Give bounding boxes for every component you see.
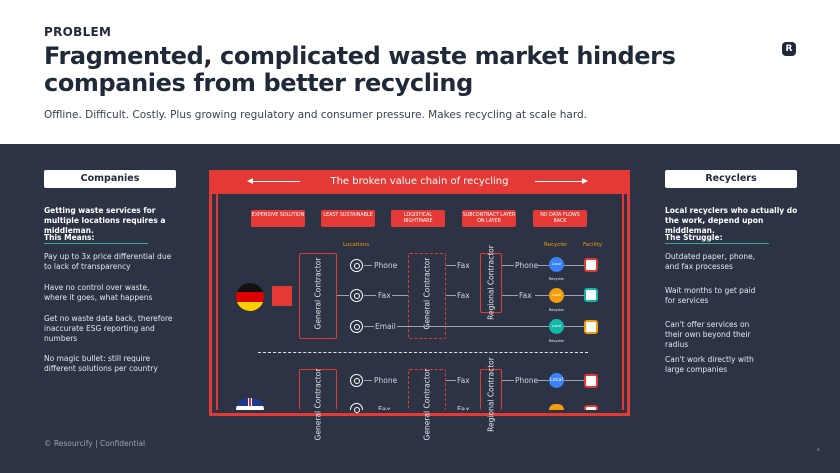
location-pin-icon xyxy=(350,403,363,413)
regional-contractor-label-bottom: Regional Contractor xyxy=(486,357,496,432)
location-pin-icon xyxy=(350,374,363,387)
recyclers-point-1: Outdated paper, phone, and fax processes xyxy=(665,252,756,271)
connector xyxy=(564,295,584,296)
value-chain-title: The broken value chain of recycling xyxy=(330,176,509,187)
general-contractor-box-top xyxy=(299,253,337,339)
general-contractor-label-bottom: General Contractor xyxy=(313,368,323,441)
flow-phone: Phone xyxy=(374,261,398,270)
general-contractor-dashed-label-top: General Contractor xyxy=(422,257,432,330)
recyclers-point-4: Can't work directly with large companies xyxy=(665,355,754,374)
page-number: 4 xyxy=(817,447,820,452)
col-recycler-label: Recycler xyxy=(544,242,568,248)
recyclers-intro: Local recyclers who actually do the work… xyxy=(665,206,798,235)
connector xyxy=(446,265,456,266)
location-pin-icon xyxy=(350,320,363,333)
tag-least-sustainable: LEAST SUSTAINABLE xyxy=(321,210,375,227)
flow-phone-right: Phone xyxy=(515,261,539,270)
flow-fax: Fax xyxy=(457,376,470,385)
flow-fax: Fax xyxy=(457,261,470,270)
uk-flag-icon xyxy=(236,398,264,410)
companies-point-4: No magic bullet: still require different… xyxy=(44,354,158,373)
general-contractor-box-bottom xyxy=(299,369,337,410)
flow-phone: Phone xyxy=(374,376,398,385)
companies-point-1: Pay up to 3x price differential due to l… xyxy=(44,252,172,271)
local-recycler-dot: Local Recycler xyxy=(549,319,564,343)
recyclers-point-2: Wait months to get paid for services xyxy=(665,286,756,305)
flow-fax: Fax xyxy=(378,405,391,410)
connector xyxy=(364,380,372,381)
facility-icon xyxy=(584,288,598,302)
local-recycler-dot: Local xyxy=(549,373,564,388)
facility-icon xyxy=(584,374,598,388)
company-square-icon xyxy=(272,286,292,306)
value-chain-inner-frame xyxy=(216,194,624,410)
companies-intro: Getting waste services for multiple loca… xyxy=(44,206,166,235)
section-separator xyxy=(258,352,588,353)
connector xyxy=(502,380,514,381)
germany-flag-icon xyxy=(236,283,264,311)
tag-logistical: LOGISTICAL NIGHTMARE xyxy=(391,210,445,227)
general-contractor-dashed-box-top xyxy=(408,253,446,339)
local-recycler-dot: Local Recycler xyxy=(549,257,564,281)
recyclers-point-3: Can't offer services on their own beyond… xyxy=(665,320,751,349)
regional-contractor-box-bottom xyxy=(480,369,502,410)
connector xyxy=(446,380,456,381)
connector xyxy=(446,295,456,296)
footer-text: © Resourcify | Confidential xyxy=(44,439,146,448)
regional-contractor-label-top: Regional Contractor xyxy=(486,245,496,320)
tag-subcontract: SUBCONTRACT LAYER ON LAYER xyxy=(462,210,516,227)
local-recycler-dot: Local Recycler xyxy=(549,288,564,312)
flow-fax: Fax xyxy=(457,291,470,300)
arrow-right-icon xyxy=(535,178,588,184)
facility-icon xyxy=(584,258,598,272)
flow-fax: Fax xyxy=(457,405,470,410)
local-recycler-dot xyxy=(549,404,564,410)
general-contractor-dashed-label-bottom: General Contractor xyxy=(422,368,432,441)
arrow-left-icon xyxy=(247,178,300,184)
connector xyxy=(397,326,549,327)
connector xyxy=(537,380,549,381)
facility-icon xyxy=(584,320,598,334)
regional-contractor-box-top xyxy=(480,253,502,313)
recyclers-subheading: The Struggle: xyxy=(665,233,723,242)
companies-point-2: Have no control over waste, where it goe… xyxy=(44,283,153,302)
connector xyxy=(564,265,584,266)
companies-point-3: Get no waste data back, therefore inaccu… xyxy=(44,314,173,343)
connector xyxy=(364,265,372,266)
general-contractor-dashed-box-bottom xyxy=(408,369,446,410)
connector xyxy=(502,265,514,266)
connector xyxy=(537,265,549,266)
general-contractor-label-top: General Contractor xyxy=(313,257,323,330)
section-kicker: PROBLEM xyxy=(44,25,112,39)
col-facility-label: Facility xyxy=(583,242,603,248)
connector xyxy=(535,295,549,296)
connector xyxy=(337,295,349,296)
col-locations-label: Locations xyxy=(343,242,370,248)
location-pin-icon xyxy=(350,289,363,302)
connector xyxy=(502,295,518,296)
resourcify-logo: R xyxy=(782,42,796,56)
recyclers-underline xyxy=(665,243,769,244)
connector xyxy=(392,295,408,296)
tag-expensive: EXPENSIVE SOLUTION xyxy=(251,210,305,227)
tag-no-data: NO DATA FLOWS BACK xyxy=(533,210,587,227)
page-subtitle: Offline. Difficult. Costly. Plus growing… xyxy=(44,109,587,121)
flow-fax: Fax xyxy=(378,291,391,300)
connector xyxy=(364,326,374,327)
companies-heading: Companies xyxy=(44,170,176,188)
flow-fax-right: Fax xyxy=(519,291,532,300)
recyclers-heading: Recyclers xyxy=(665,170,797,188)
page-title: Fragmented, complicated waste market hin… xyxy=(44,42,676,97)
flow-email: Email xyxy=(375,322,396,331)
connector xyxy=(564,326,584,327)
connector xyxy=(364,295,376,296)
value-chain-header: The broken value chain of recycling xyxy=(209,170,630,194)
companies-subheading: This Means: xyxy=(44,233,95,242)
location-pin-icon xyxy=(350,259,363,272)
facility-icon xyxy=(584,405,598,410)
companies-underline xyxy=(44,243,148,244)
header-band xyxy=(0,0,840,144)
flow-phone-right: Phone xyxy=(515,376,539,385)
connector xyxy=(564,380,584,381)
